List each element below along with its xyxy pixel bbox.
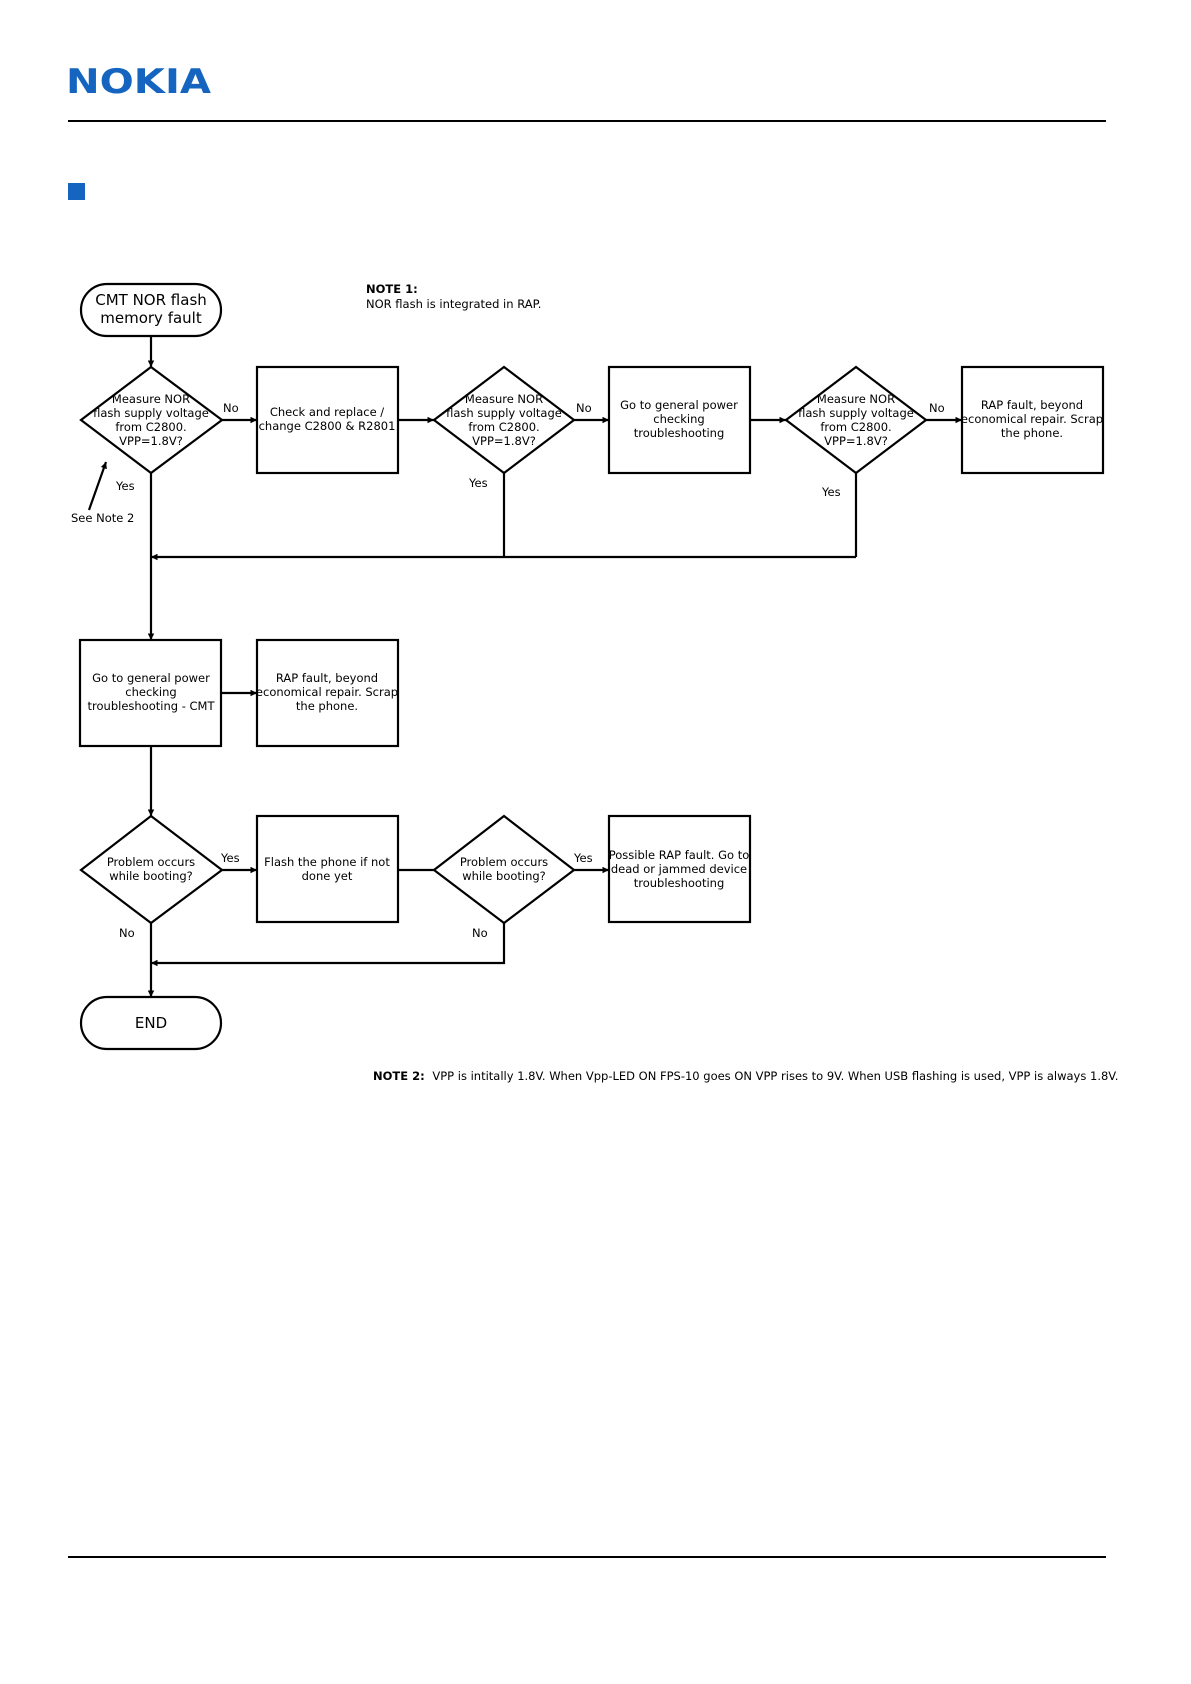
node-rap-fault-1-line: the phone.	[1001, 426, 1063, 440]
node-check-replace: Check and replace / change C2800 & R2801	[255, 365, 400, 475]
node-measure-2-line: flash supply voltage	[446, 406, 562, 420]
section-marker	[68, 183, 85, 200]
node-possible-rap-line: troubleshooting	[634, 876, 725, 890]
node-problem-2-line: while booting?	[462, 869, 546, 883]
node-flash-phone-line: Flash the phone if not	[264, 855, 390, 869]
edge-label-m2-no: No	[576, 401, 592, 415]
edge-label-m1-yes: Yes	[115, 479, 135, 493]
connectors	[87, 336, 962, 997]
note2-line: NOTE 2: VPP is intitally 1.8V. When Vpp-…	[373, 1069, 1118, 1083]
node-measure-2-line: VPP=1.8V?	[472, 434, 536, 448]
edge-label-m1-no: No	[223, 401, 239, 415]
node-general-power-1-line: Go to general power	[620, 398, 738, 412]
node-possible-rap-line: Possible RAP fault. Go to	[609, 848, 750, 862]
node-check-replace-line: change C2800 & R2801	[259, 419, 396, 433]
edge-label-p2-no: No	[472, 926, 488, 940]
node-measure-1-line: from C2800.	[115, 420, 186, 434]
see-note2-pointer	[87, 461, 108, 511]
node-problem-1-line: Problem occurs	[107, 855, 195, 869]
nokia-logo: NOKIA	[66, 62, 211, 98]
edge-label-m3-yes: Yes	[821, 485, 841, 499]
node-end: END	[79, 995, 223, 1051]
node-measure-3: Measure NOR flash supply voltage from C2…	[784, 365, 928, 475]
edge-label-p1-yes: Yes	[220, 851, 240, 865]
node-rap-fault-1: RAP fault, beyond economical repair. Scr…	[960, 365, 1105, 475]
node-measure-1-line: Measure NOR	[112, 392, 190, 406]
node-check-replace-line: Check and replace /	[270, 405, 384, 419]
node-general-power-cmt-line: Go to general power	[92, 671, 210, 685]
node-rap-fault-1-line: RAP fault, beyond	[981, 398, 1083, 412]
node-problem-1: Problem occurs while booting?	[79, 814, 224, 925]
node-general-power-1: Go to general power checking troubleshoo…	[607, 365, 752, 475]
node-problem-2-line: Problem occurs	[460, 855, 548, 869]
node-measure-2: Measure NOR flash supply voltage from C2…	[432, 365, 576, 475]
node-end-label: END	[135, 1014, 167, 1032]
node-general-power-cmt: Go to general power checking troubleshoo…	[78, 638, 223, 748]
node-start-line: memory fault	[100, 309, 202, 327]
node-measure-3-line: Measure NOR	[817, 392, 895, 406]
edge-p2-no-return	[151, 923, 506, 967]
note1-text: NOR flash is integrated in RAP.	[366, 297, 541, 311]
node-start-line: CMT NOR flash	[95, 291, 207, 309]
node-possible-rap: Possible RAP fault. Go to dead or jammed…	[607, 814, 752, 924]
edge-label-p1-no: No	[119, 926, 135, 940]
node-measure-3-line: flash supply voltage	[798, 406, 914, 420]
node-rap-fault-2-line: RAP fault, beyond	[276, 671, 378, 685]
node-rap-fault-2-line: economical repair. Scrap	[256, 685, 398, 699]
edge-label-m2-yes: Yes	[468, 476, 488, 490]
node-general-power-cmt-line: troubleshooting - CMT	[88, 699, 216, 713]
nokia-logo-text: NOKIA	[66, 62, 211, 98]
node-general-power-1-line: checking	[653, 412, 704, 426]
node-rap-fault-2: RAP fault, beyond economical repair. Scr…	[255, 638, 400, 748]
node-flash-phone-line: done yet	[302, 869, 353, 883]
node-start: CMT NOR flash memory fault	[79, 282, 223, 338]
node-possible-rap-line: dead or jammed device	[611, 862, 747, 876]
node-general-power-1-line: troubleshooting	[634, 426, 725, 440]
note1-title: NOTE 1:	[366, 282, 418, 296]
node-rap-fault-1-line: economical repair. Scrap	[961, 412, 1103, 426]
node-problem-1-line: while booting?	[109, 869, 193, 883]
node-problem-2: Problem occurs while booting?	[432, 814, 576, 925]
edge-label-m3-no: No	[929, 401, 945, 415]
node-measure-1-line: VPP=1.8V?	[119, 434, 183, 448]
node-measure-1: Measure NOR flash supply voltage from C2…	[79, 365, 224, 475]
note2-text: VPP is intitally 1.8V. When Vpp-LED ON F…	[432, 1069, 1118, 1083]
see-note2-label: See Note 2	[71, 511, 134, 525]
node-measure-2-line: Measure NOR	[465, 392, 543, 406]
header-rule	[68, 120, 1106, 122]
node-rap-fault-2-line: the phone.	[296, 699, 358, 713]
node-general-power-cmt-line: checking	[125, 685, 176, 699]
edge-label-p2-yes: Yes	[573, 851, 593, 865]
node-measure-2-line: from C2800.	[468, 420, 539, 434]
node-measure-3-line: from C2800.	[820, 420, 891, 434]
note2-title: NOTE 2:	[373, 1069, 425, 1083]
node-flash-phone: Flash the phone if not done yet	[255, 814, 400, 924]
footer-rule	[68, 1556, 1106, 1558]
node-measure-1-line: flash supply voltage	[93, 406, 209, 420]
node-measure-3-line: VPP=1.8V?	[824, 434, 888, 448]
